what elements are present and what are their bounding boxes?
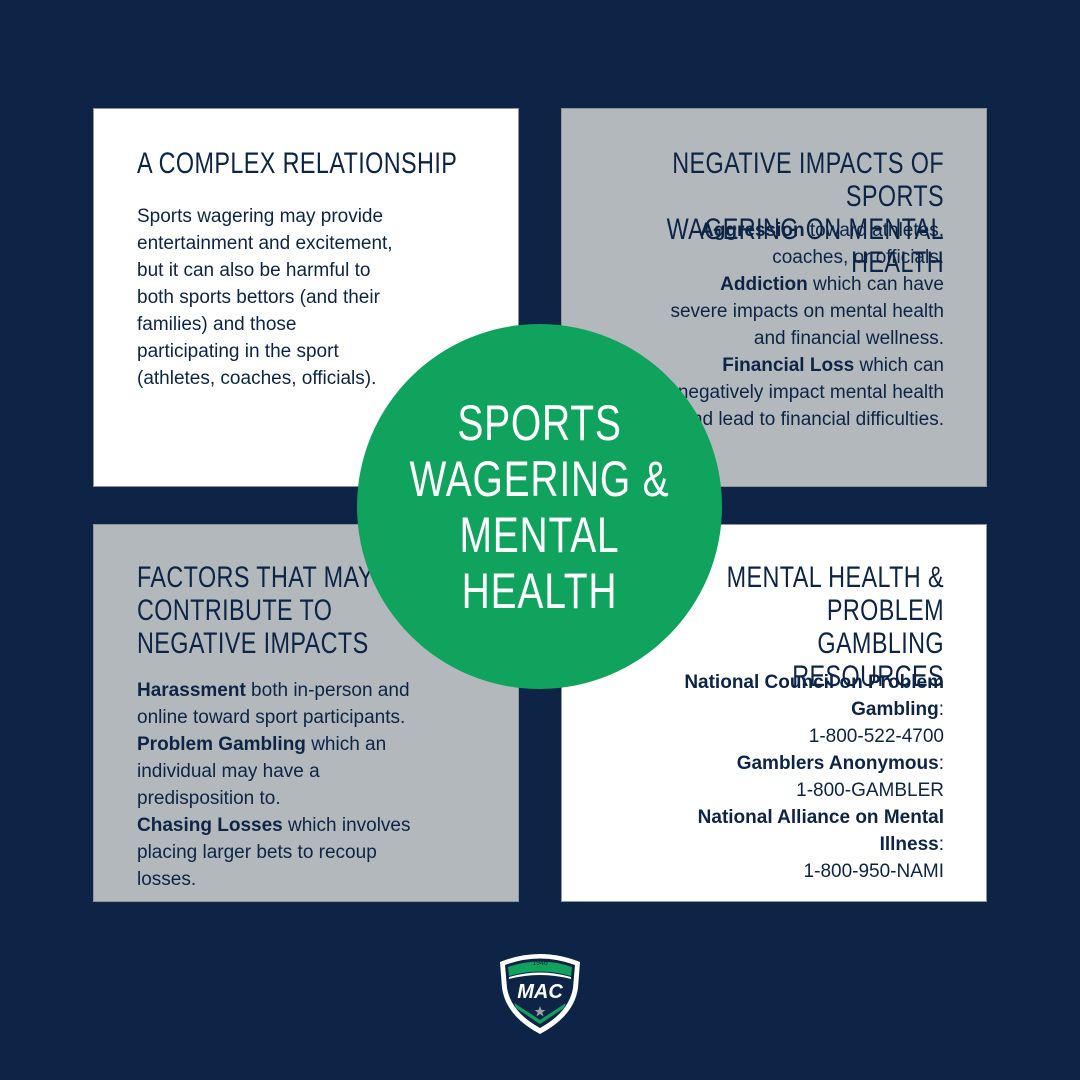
item-text: which can have severe impacts on mental … [670, 274, 944, 349]
contributing-factors-title-line: NEGATIVE IMPACTS [137, 627, 369, 660]
contributing-factors-title: FACTORS THAT MAY CONTRIBUTE TO NEGATIVE … [137, 561, 387, 660]
item-term: Problem Gambling [137, 734, 306, 755]
resources-title-line: PROBLEM GAMBLING [817, 594, 944, 660]
item-term: Financial Loss [722, 355, 855, 376]
contributing-factors-title-line: CONTRIBUTE TO [137, 594, 333, 627]
resources-panel: MENTAL HEALTH & PROBLEM GAMBLING RESOURC… [561, 524, 987, 902]
resource-name: National Council on Problem Gambling [684, 672, 944, 720]
list-item: Aggression toward athletes, coaches, or … [664, 217, 944, 271]
center-title-line: MENTAL HEALTH [459, 506, 620, 619]
negative-impacts-title-line: NEGATIVE IMPACTS OF SPORTS [672, 147, 944, 213]
resource-phone: 1-800-950-NAMI [803, 861, 944, 882]
complex-relationship-panel: A COMPLEX RELATIONSHIP Sports wagering m… [93, 108, 519, 487]
resources-title-line: MENTAL HEALTH & [726, 561, 944, 594]
negative-impacts-panel: NEGATIVE IMPACTS OF SPORTS WAGERING ON M… [561, 108, 987, 487]
complex-relationship-title: A COMPLEX RELATIONSHIP [137, 147, 458, 180]
resources-title: MENTAL HEALTH & PROBLEM GAMBLING RESOURC… [694, 561, 944, 693]
resource-phone: 1-800-GAMBLER [796, 780, 944, 801]
negative-impacts-title: NEGATIVE IMPACTS OF SPORTS WAGERING ON M… [585, 147, 944, 279]
resource-name: Gamblers Anonymous [736, 753, 939, 774]
list-item: Financial Loss which can negatively impa… [664, 352, 944, 433]
negative-impacts-list: Aggression toward athletes, coaches, or … [664, 217, 944, 433]
resources-title-line: RESOURCES [792, 660, 944, 693]
mac-conference-logo-icon: MAC 1946 [500, 954, 580, 1034]
item-text: which an individual may have a predispos… [137, 734, 387, 809]
item-text: which involves placing larger bets to re… [137, 815, 411, 890]
resource-item: Gamblers Anonymous: 1-800-GAMBLER [644, 750, 944, 804]
list-item: Chasing Losses which involves placing la… [137, 812, 437, 893]
list-item: Problem Gambling which an individual may… [137, 731, 437, 812]
item-term: Aggression [700, 220, 805, 241]
center-title: SPORTS WAGERING & MENTAL HEALTH [397, 395, 682, 619]
resources-list: National Council on Problem Gambling: 1-8… [644, 669, 944, 885]
complex-relationship-body: Sports wagering may provide entertainmen… [137, 203, 397, 392]
svg-text:MAC: MAC [517, 981, 563, 1003]
item-text: toward athletes, coaches, or officials. [772, 220, 944, 268]
svg-text:1946: 1946 [532, 960, 548, 967]
list-item: Addiction which can have severe impacts … [664, 271, 944, 352]
contributing-factors-panel: FACTORS THAT MAY CONTRIBUTE TO NEGATIVE … [93, 524, 519, 902]
resource-suffix: : [938, 753, 944, 774]
list-item: Harassment both in-person and online tow… [137, 677, 437, 731]
resource-item: National Council on Problem Gambling: 1-8… [644, 669, 944, 750]
center-title-line: SPORTS [457, 394, 622, 451]
item-text: both in-person and online toward sport p… [137, 680, 410, 728]
resource-suffix: : [938, 699, 944, 720]
complex-relationship-text: Sports wagering may provide entertainmen… [137, 206, 393, 389]
contributing-factors-title-line: FACTORS THAT MAY [137, 561, 374, 594]
item-term: Addiction [720, 274, 808, 295]
contributing-factors-list: Harassment both in-person and online tow… [137, 677, 437, 893]
item-text: which can negatively impact mental healt… [677, 355, 944, 430]
resource-item: National Alliance on Mental Illness: 1-80… [644, 804, 944, 885]
item-term: Chasing Losses [137, 815, 283, 836]
resource-suffix: : [938, 834, 944, 855]
resource-name: National Alliance on Mental Illness [697, 807, 944, 855]
resource-phone: 1-800-522-4700 [808, 726, 944, 747]
center-title-circle: SPORTS WAGERING & MENTAL HEALTH [357, 324, 722, 689]
negative-impacts-title-line: WAGERING ON MENTAL HEALTH [666, 213, 944, 279]
center-title-line: WAGERING & [409, 450, 670, 507]
item-term: Harassment [137, 680, 246, 701]
